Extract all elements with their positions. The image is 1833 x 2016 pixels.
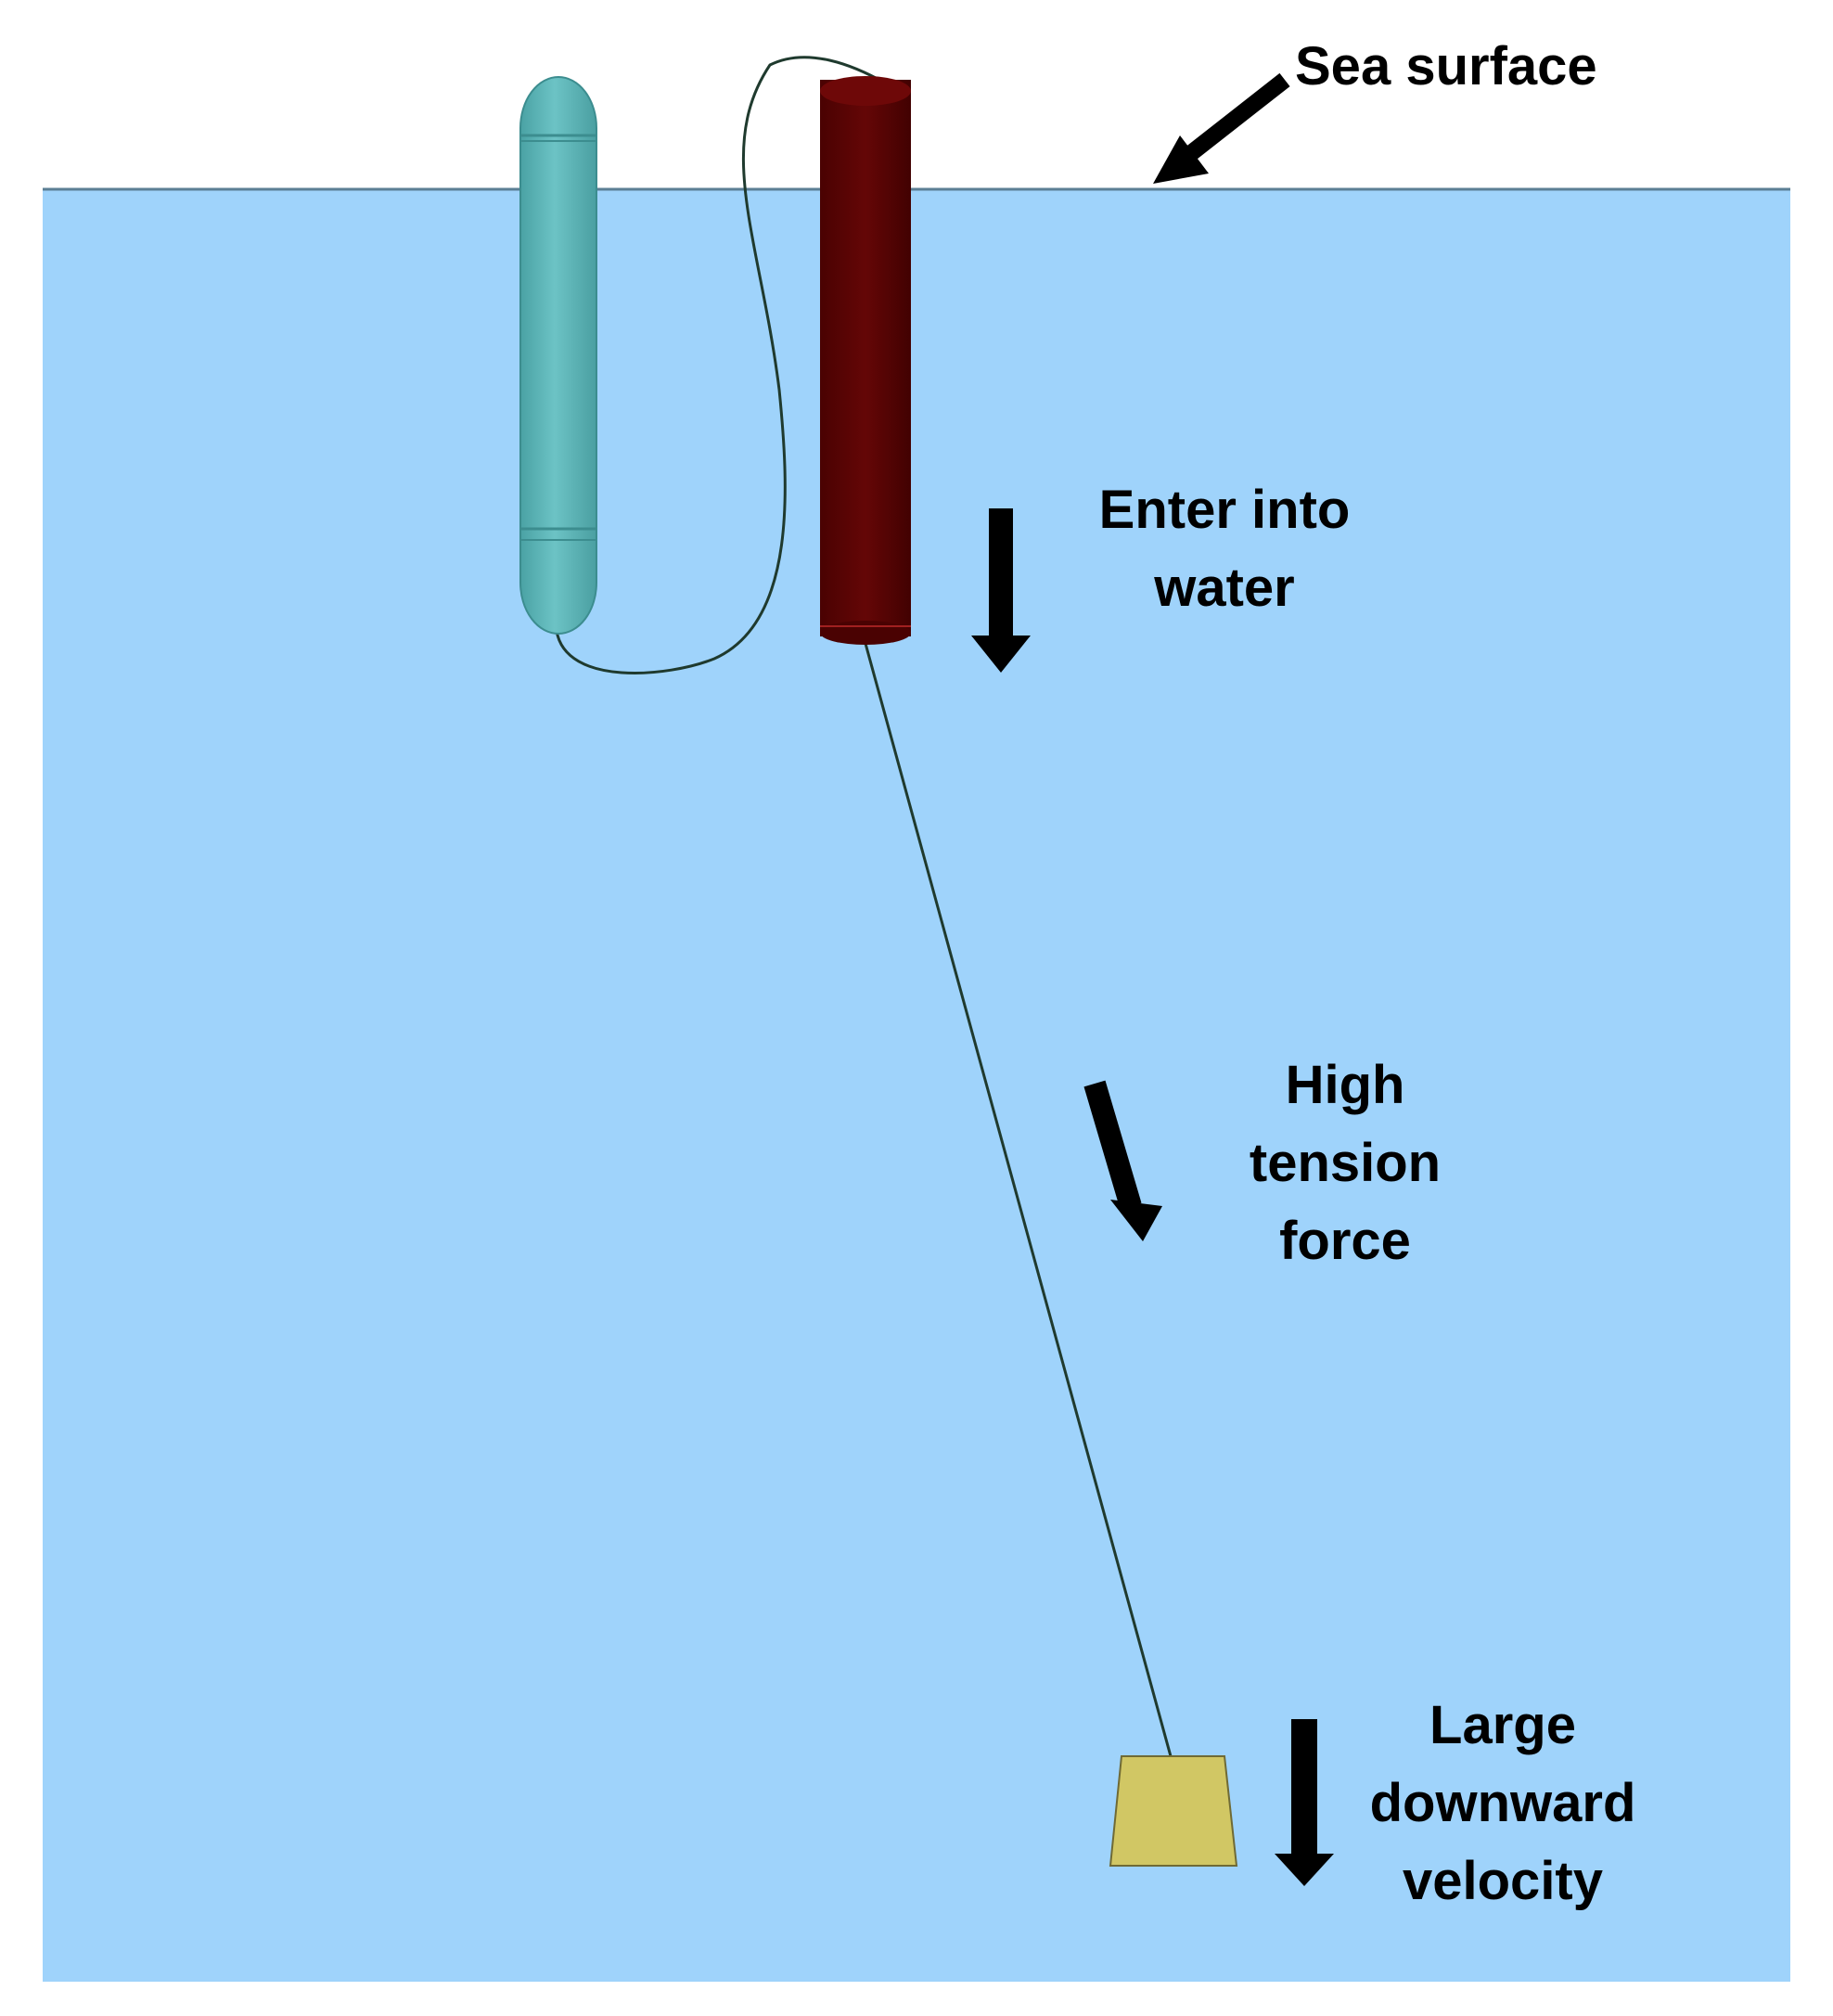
large-velocity-label: Large downward velocity bbox=[1369, 1695, 1636, 1911]
float-buoy bbox=[519, 76, 597, 635]
enter-water-label: Enter into water bbox=[1098, 480, 1351, 618]
large-velocity-arrow bbox=[1275, 1719, 1334, 1886]
sea-surface-label: Sea surface bbox=[1295, 36, 1597, 96]
anchor-weight bbox=[1109, 1755, 1238, 1867]
main-buoy bbox=[820, 76, 911, 645]
sea-water bbox=[43, 189, 1790, 1982]
enter-water-arrow bbox=[971, 508, 1031, 673]
high-tension-label: High tension force bbox=[1249, 1055, 1442, 1271]
connecting-cable bbox=[555, 56, 887, 674]
tether-line bbox=[863, 639, 1173, 1757]
high-tension-arrow bbox=[1083, 1080, 1162, 1241]
sea-surface-arrow bbox=[1153, 72, 1290, 184]
